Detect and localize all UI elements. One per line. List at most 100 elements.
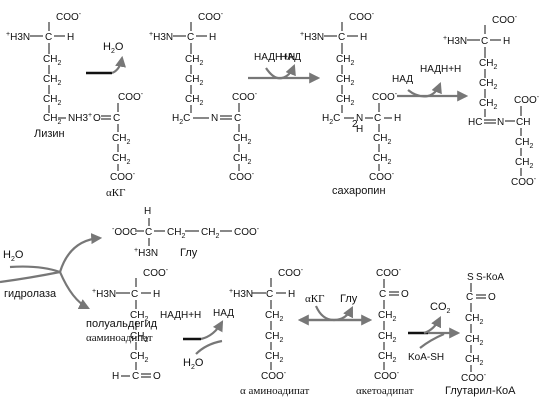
sb2-ch2-5: CH2 [515, 157, 533, 170]
saccharopine-label: сахаропин [332, 185, 386, 197]
glu-coo-right: COO- [234, 226, 260, 238]
sb2-nh3: +H3N [443, 35, 467, 47]
lys-ch2-3: CH2 [43, 94, 61, 107]
sa-c: C [132, 371, 139, 382]
lys-ca: C [45, 32, 52, 43]
nad-reagent-1: НАД [280, 52, 301, 63]
step5-arrow: НАДН+Н НАД H2O [160, 308, 234, 371]
sac-sub: 2 [352, 119, 358, 130]
sb-ch2-3: CH2 [185, 94, 203, 107]
sb-ch2-4: CH2 [233, 133, 251, 146]
nad-reagent-3: НАД [213, 308, 234, 319]
saccharopine-structure: COO- +H3N C H CH2 CH2 CH2 H2C N H C H 2 … [300, 11, 401, 197]
sb2-hc: HC [468, 117, 482, 128]
ka-coo-2: COO- [374, 370, 400, 382]
schiff-base-2-structure: COO- +H3N C H CH2 CH2 CH2 HC N CH COO- C… [443, 14, 540, 188]
aa-h: H [288, 289, 295, 300]
glu-ch2-2: CH2 [201, 227, 219, 240]
sa-ch2-1: CH2 [130, 310, 148, 323]
sb-coo: COO- [198, 11, 224, 23]
nad-reagent-2: НАД [392, 74, 413, 85]
aa-coo: COO- [278, 267, 304, 279]
aminoadipate-structure: COO- +H3N C H CH2 CH2 CH2 COO- α аминоад… [229, 267, 309, 397]
sb2-ch2-1: CH2 [479, 58, 497, 71]
glu-c: C [145, 227, 152, 238]
akg1-c: C [113, 113, 120, 124]
sac-coo: COO- [349, 11, 375, 23]
glu-reagent-2: Глу [340, 293, 358, 305]
lys-h: H [67, 32, 74, 43]
lys-nh3: +H3N [6, 31, 30, 43]
semialdehyde-structure: COO- +H3N C H CH2 полуальдегид αаминоади… [86, 267, 169, 382]
sb2-coo-2: COO- [514, 94, 540, 106]
sa-coo: COO- [143, 267, 169, 279]
akg1-coo-bottom: COO- [110, 171, 136, 183]
gc-ch2-3: CH2 [465, 354, 483, 367]
sa-h: H [153, 289, 160, 300]
sa-ch2-3: CH2 [130, 351, 148, 364]
sb2-coo: COO- [492, 14, 518, 26]
sb-c: C [234, 113, 241, 124]
sa-ca: C [131, 289, 138, 300]
schiff-base-structure: COO- +H3N C H CH2 CH2 CH2 H2C N C COO- C… [149, 11, 258, 183]
sac-h: H [360, 32, 367, 43]
gc-coo: COO- [461, 372, 487, 384]
sb2-ca: C [481, 36, 488, 47]
gc-o: O [488, 292, 496, 303]
glu-label: Глу [180, 247, 198, 259]
sac-nh: H [356, 124, 363, 135]
ka-ch2-3: CH2 [378, 351, 396, 364]
aa-ca: C [266, 289, 273, 300]
sb2-ch: CH [516, 117, 530, 128]
sb-ch2-5: CH2 [233, 153, 251, 166]
aa-nh3: +H3N [229, 288, 253, 300]
gc-s: S [467, 272, 474, 283]
koa-sh-reagent: KoA-SH [408, 352, 444, 363]
sa-ch2-2: CH2 [130, 331, 148, 344]
sac-coo-2: COO- [372, 91, 398, 103]
glu-nh3: +H3N [134, 247, 158, 259]
sb2-ch2-3: CH2 [479, 98, 497, 111]
aminoadipate-label: α аминоадипат [240, 385, 309, 397]
lysine-structure: COO- +H3N C H CH2 CH2 CH2 CH2 NH3+ Лизин [6, 11, 92, 140]
glutaryl-coa-label: Глутарил-КоА [445, 385, 516, 397]
sac-ch2-5: CH2 [373, 153, 391, 166]
glu-h: H [144, 206, 151, 217]
sb2-n: N [497, 117, 504, 128]
sac-c-h: H [394, 113, 401, 124]
aa-ch2-2: CH2 [265, 331, 283, 344]
step3-arrow: НАД НАДН+Н [392, 64, 469, 102]
lysine-label: Лизин [34, 128, 65, 140]
sb-nh3: +H3N [149, 31, 173, 43]
glu-coo-left: -OOC [112, 226, 137, 238]
step2-arrow: НАДН+Н НАД [248, 52, 321, 84]
glutaryl-coa-structure: S S-КоА C O CH2 CH2 CH2 COO- Глутарил-Ко… [445, 272, 516, 397]
sac-ch2-4: CH2 [373, 133, 391, 146]
sb-n: N [211, 113, 218, 124]
step1-arrow: H2O [86, 41, 126, 75]
sb-h2c: H2C [172, 113, 190, 126]
akg-label-1: αКГ [106, 187, 125, 199]
gc-ch2-2: CH2 [465, 334, 483, 347]
ka-c: C [379, 289, 386, 300]
aa-ch2-3: CH2 [265, 351, 283, 364]
hydrolase-label: гидролаза [4, 288, 57, 300]
sb-h: H [209, 32, 216, 43]
lys-coo: COO- [56, 11, 82, 23]
semialdehyde-label-1: полуальдегид [86, 318, 158, 330]
gc-c: C [466, 292, 473, 303]
nadh-reagent-1: НАДН+Н [254, 52, 295, 63]
sb-coo-2: COO- [232, 91, 258, 103]
sac-h2c: H2C [322, 113, 340, 126]
h2o-reagent-2: H2O [3, 249, 24, 263]
glu-structure: H -OOC C CH2 CH2 COO- +H3N Глу [112, 206, 260, 259]
transamination-arrow: αКГ Глу [297, 293, 373, 326]
sa-nh3: +H3N [92, 288, 116, 300]
h2o-reagent-1: H2O [103, 41, 124, 55]
akg1-o: O [93, 113, 101, 124]
ka-ch2-2: CH2 [378, 331, 396, 344]
akg-reagent-2: αКГ [305, 293, 324, 305]
sac-ch2-2: CH2 [336, 74, 354, 87]
nadh-reagent-3: НАДН+Н [160, 310, 201, 321]
lys-ch2-1: CH2 [43, 54, 61, 67]
